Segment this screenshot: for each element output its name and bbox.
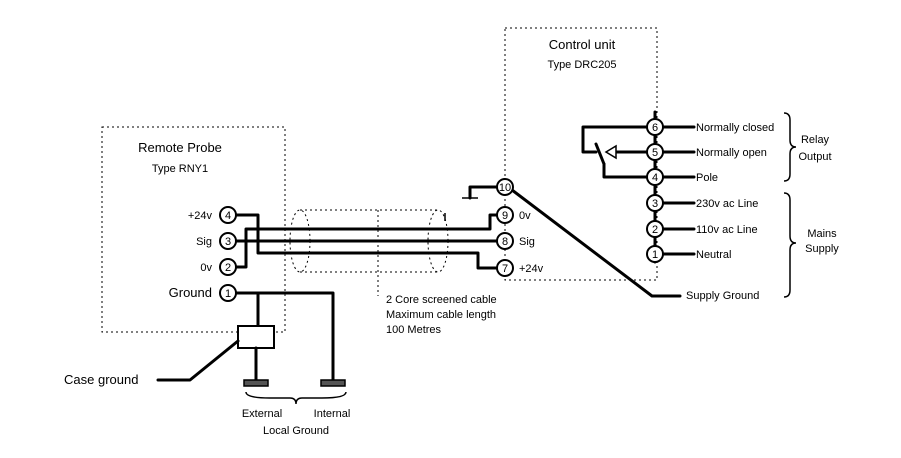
cable-note-1: 2 Core screened cable	[386, 294, 497, 306]
external-label: External	[242, 408, 282, 420]
control-label-nc: Normally closed	[696, 122, 774, 134]
svg-text:7: 7	[502, 263, 508, 275]
svg-text:4: 4	[225, 210, 231, 222]
local-ground-label: Local Ground	[263, 425, 329, 437]
internal-label: Internal	[314, 408, 351, 420]
case-ground-pointer	[156, 339, 240, 382]
cable-note-3: 100 Metres	[386, 324, 442, 336]
control-label-0v: 0v	[519, 210, 531, 222]
earth-wire	[468, 185, 502, 200]
relay-pole-contact	[602, 162, 649, 179]
mains-label-1: Mains	[807, 228, 837, 240]
control-terminal-4: 4	[646, 168, 664, 186]
case-box	[237, 325, 275, 349]
external-ground-symbol	[243, 379, 269, 387]
case-ground-label: Case ground	[64, 372, 138, 387]
internal-ground-symbol	[320, 379, 346, 387]
control-terminal-1: 1	[646, 245, 664, 263]
probe-terminal-4: 4	[219, 206, 237, 224]
control-unit-type: Type DRC205	[547, 59, 616, 71]
svg-text:3: 3	[652, 198, 658, 210]
control-unit-box	[504, 27, 658, 281]
svg-text:10: 10	[499, 182, 511, 194]
svg-text:1: 1	[225, 288, 231, 300]
probe-label-24v: +24v	[188, 210, 213, 222]
probe-label-ground: Ground	[169, 285, 212, 300]
remote-probe-title: Remote Probe	[138, 140, 222, 155]
wire-24v	[234, 213, 502, 270]
supply-ground-label: Supply Ground	[686, 290, 759, 302]
mains-supply-brace	[783, 192, 797, 298]
control-label-sig: Sig	[519, 236, 535, 248]
relay-output-brace	[783, 112, 797, 182]
remote-probe-type: Type RNY1	[152, 163, 208, 175]
svg-text:1: 1	[652, 249, 658, 261]
mains-label-2: Supply	[805, 243, 839, 255]
svg-text:5: 5	[652, 147, 658, 159]
relay-switch-arm	[594, 142, 606, 166]
svg-text:4: 4	[652, 172, 658, 184]
probe-terminal-1: 1	[219, 284, 237, 302]
cable-screen-left	[289, 209, 311, 273]
relay-label-2: Output	[798, 151, 831, 163]
control-terminal-5: 5	[646, 143, 664, 161]
local-ground-brace	[245, 391, 347, 405]
relay-label-1: Relay	[801, 134, 830, 146]
svg-text:9: 9	[502, 210, 508, 222]
svg-text:2: 2	[652, 224, 658, 236]
relay-no-arrow	[604, 144, 617, 160]
control-terminal-8: 8	[496, 232, 514, 250]
control-unit-title: Control unit	[549, 37, 616, 52]
svg-text:3: 3	[225, 236, 231, 248]
wire-0v	[234, 213, 502, 269]
control-terminal-6: 6	[646, 118, 664, 136]
control-label-24v: +24v	[519, 263, 544, 275]
svg-text:2: 2	[225, 262, 231, 274]
probe-label-sig: Sig	[196, 236, 212, 248]
cable-note-2: Maximum cable length	[386, 309, 496, 321]
ground-wire-case	[234, 291, 260, 328]
probe-label-0v: 0v	[200, 262, 212, 274]
control-label-110v: 110v ac Line	[696, 224, 758, 236]
probe-terminal-3: 3	[219, 232, 237, 250]
control-terminal-3: 3	[646, 194, 664, 212]
control-label-neutral: Neutral	[696, 249, 731, 261]
control-label-230v: 230v ac Line	[696, 198, 758, 210]
cable-screen-right	[427, 209, 449, 273]
svg-text:6: 6	[652, 122, 658, 134]
control-label-no: Normally open	[696, 147, 767, 159]
control-terminal-2: 2	[646, 220, 664, 238]
svg-text:8: 8	[502, 236, 508, 248]
control-terminal-7: 7	[496, 259, 514, 277]
probe-terminal-2: 2	[219, 258, 237, 276]
control-terminal-10: 10	[496, 178, 514, 196]
control-label-pole: Pole	[696, 172, 718, 184]
control-terminal-9: 9	[496, 206, 514, 224]
supply-ground-wire	[506, 185, 682, 298]
ground-wire-internal	[256, 291, 335, 382]
relay-nc-contact	[581, 125, 649, 154]
